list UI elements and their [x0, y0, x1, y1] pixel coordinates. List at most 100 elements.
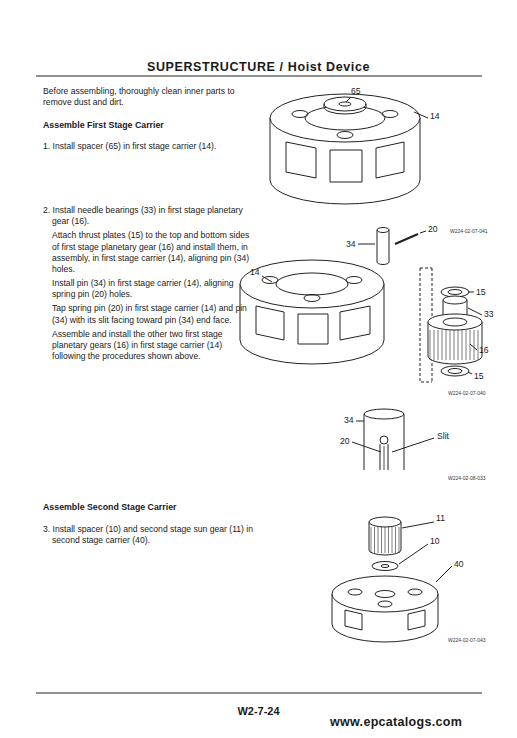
- section-heading: Assemble First Stage Carrier: [43, 120, 253, 131]
- sun-gear-illustration: [378, 527, 379, 553]
- leader-line: [470, 344, 477, 350]
- sun-gear-illustration: [369, 517, 401, 555]
- leader-line: [392, 438, 434, 452]
- carrier-illustration: [378, 601, 392, 607]
- carrier-illustration: [332, 576, 438, 642]
- pin-illustration: [377, 228, 418, 265]
- sun-gear-illustration: [381, 527, 382, 553]
- carrier-illustration: [270, 94, 420, 142]
- carrier-illustration: [262, 277, 278, 284]
- carrier-illustration: [292, 111, 308, 118]
- carrier-illustration: [324, 104, 366, 114]
- planetary-gear-illustration: [438, 330, 439, 360]
- carrier-illustration: [408, 610, 425, 630]
- pin-detail-illustration: [380, 444, 388, 470]
- planetary-gear-illustration: [434, 330, 435, 360]
- carrier-illustration: [240, 260, 384, 364]
- step-text: Tap spring pin (20) in first stage carri…: [52, 303, 253, 325]
- callout-number: 15: [474, 372, 484, 381]
- pin-detail-illustration: [364, 409, 404, 419]
- planetary-gear-illustration: [448, 290, 462, 295]
- callout-number: 14: [430, 112, 440, 121]
- carrier-illustration: [345, 610, 362, 630]
- planetary-gear-illustration: [430, 330, 431, 360]
- leader-line: [399, 522, 452, 582]
- spacer-illustration: [372, 562, 398, 571]
- carrier-illustration: [346, 277, 362, 284]
- sun-gear-illustration: [399, 527, 400, 553]
- figure-code: W224-02-07-041: [450, 229, 488, 234]
- leader-line: [399, 544, 428, 564]
- pin-illustration: [395, 234, 418, 244]
- carrier-illustration: [276, 273, 348, 295]
- leader-line: [262, 231, 482, 374]
- callout-number: 33: [484, 310, 494, 319]
- planetary-gear-illustration: [442, 330, 443, 360]
- note-text: Before assembling, thoroughly clean inne…: [43, 86, 253, 108]
- leader-line: [358, 244, 375, 245]
- callout-label: Slit: [437, 432, 449, 441]
- pin-illustration: [377, 230, 389, 265]
- step-text: 1. Install spacer (65) in first stage ca…: [43, 141, 262, 152]
- callout-number: 20: [340, 437, 350, 446]
- carrier-illustration: [324, 97, 366, 111]
- planetary-gear-illustration: [478, 330, 479, 360]
- leader-line: [414, 112, 428, 118]
- watermark: www.epcatalogs.com: [330, 716, 462, 729]
- carrier-illustration: [304, 295, 320, 302]
- planetary-gear-illustration: [462, 330, 463, 360]
- carrier-illustration: [240, 260, 384, 308]
- planetary-gear-illustration: [441, 366, 469, 376]
- callout-number: 15: [476, 288, 486, 297]
- carrier-illustration: [382, 111, 398, 118]
- step-text: 3. Install spacer (10) and second stage …: [43, 524, 262, 546]
- leader-line: [352, 421, 434, 452]
- planetary-gear-illustration: [474, 330, 475, 360]
- step-text: 2. Install needle bearings (33) in first…: [43, 205, 262, 227]
- pin-detail-illustration: [364, 414, 404, 470]
- spacer-illustration: [372, 562, 398, 571]
- leader-line: [420, 231, 426, 233]
- step-text: Assemble and install the other two first…: [52, 329, 253, 363]
- pin-illustration: [377, 228, 389, 233]
- section-heading: Assemble Second Stage Carrier: [43, 502, 253, 513]
- planetary-gear-illustration: [458, 330, 459, 360]
- callout-number: 20: [428, 225, 438, 234]
- planetary-gear-illustration: [420, 268, 482, 382]
- carrier-illustration: [337, 132, 353, 139]
- planetary-gear-illustration: [466, 330, 467, 360]
- carrier-illustration: [375, 591, 395, 598]
- callout-number: 16: [479, 346, 489, 355]
- sun-gear-illustration: [395, 527, 396, 553]
- leader-line: [436, 566, 452, 582]
- page-illustration: [36, 76, 482, 693]
- callout-number: 34: [346, 240, 356, 249]
- callout-number: 10: [430, 537, 440, 546]
- sun-gear-illustration: [385, 527, 386, 553]
- sun-gear-illustration: [388, 527, 389, 553]
- planetary-gear-illustration: [443, 296, 467, 304]
- leader-line: [346, 97, 428, 118]
- leader-line: [402, 522, 434, 528]
- pin-detail-illustration: [364, 409, 404, 470]
- planetary-gear-illustration: [450, 330, 451, 360]
- sun-gear-illustration: [392, 527, 393, 553]
- planetary-gear-illustration: [428, 314, 482, 330]
- planetary-gear-illustration: [443, 318, 467, 326]
- callout-number: 40: [454, 560, 464, 569]
- figure-code: W224-02-07-040: [448, 391, 486, 396]
- rule-line: [36, 692, 482, 693]
- sun-gear-illustration: [374, 527, 375, 553]
- callout-number: 34: [344, 416, 354, 425]
- planetary-gear-illustration: [446, 330, 447, 360]
- carrier-illustration: [376, 142, 404, 178]
- carrier-illustration: [286, 142, 316, 178]
- planetary-gear-illustration: [448, 369, 462, 374]
- leader-line: [356, 421, 364, 422]
- figure-code: W224-02-07-043: [448, 638, 486, 643]
- planetary-gear-illustration: [454, 330, 455, 360]
- spacer-illustration: [381, 565, 389, 568]
- step-text: Attach thrust plates (15) to the top and…: [52, 230, 253, 275]
